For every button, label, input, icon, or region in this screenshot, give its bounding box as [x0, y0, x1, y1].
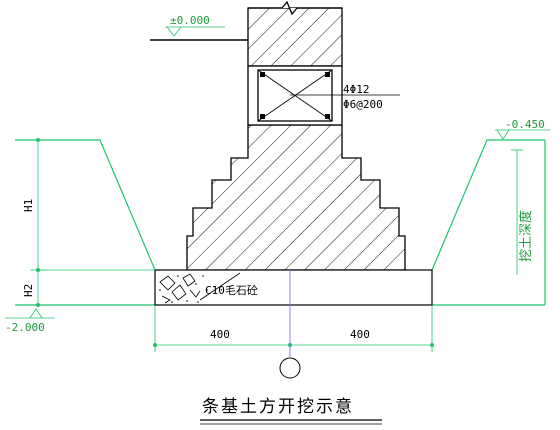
concrete-base	[154, 269, 433, 306]
rebar-stirrup-label: Φ6@200	[343, 98, 383, 111]
level-marker-ground	[495, 129, 550, 140]
level-zero-label: ±0.000	[170, 14, 210, 27]
dim-left-label: 400	[210, 328, 230, 341]
drawing-title: 条基土方开挖示意	[202, 397, 354, 417]
excavation-depth-marker	[511, 149, 523, 275]
center-axis	[279, 270, 301, 379]
excavation-depth-label: 挖土深度	[518, 210, 534, 262]
rebar-main-label: 4Φ12	[343, 83, 370, 96]
dim-right-label: 400	[350, 328, 370, 341]
axis-bubble	[279, 357, 301, 379]
rebar-dot	[325, 114, 330, 119]
brick-wall	[186, 0, 406, 271]
level-bottom-label: -2.000	[5, 321, 45, 334]
h2-label: H2	[22, 284, 35, 297]
width-dimension	[152, 305, 434, 352]
level-ground-label: -0.450	[505, 118, 545, 131]
h1-label: H1	[22, 199, 35, 212]
level-marker-zero	[150, 26, 248, 41]
concrete-label: C10毛石砼	[205, 284, 258, 297]
depth-dimension	[30, 137, 155, 307]
rebar-dot	[260, 72, 265, 77]
level-marker-bottom	[5, 308, 55, 319]
ring-beam	[247, 65, 400, 126]
rebar-dot	[325, 72, 330, 77]
rebar-dot	[260, 114, 265, 119]
